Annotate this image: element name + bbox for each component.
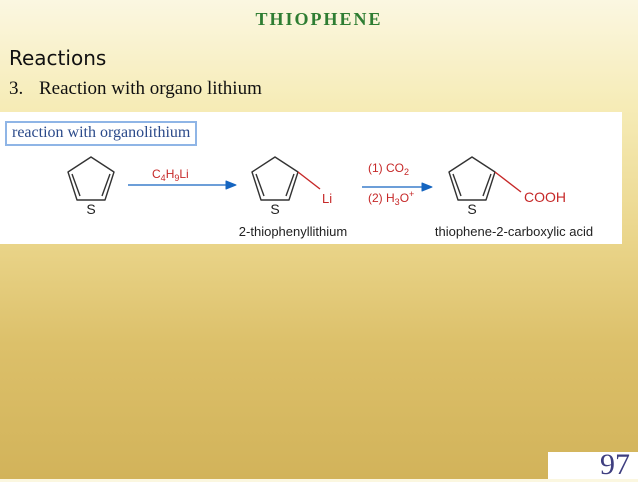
carbon-lithium-bond (297, 171, 321, 190)
reaction-scheme-drawing: S S S Li COOH C4H9Li (1) CO2 (2) H3O+ 2-… (67, 156, 593, 239)
thiophenyllithium-molecule (251, 156, 299, 201)
reaction-arrow-1-head (225, 180, 237, 190)
cooh-label: COOH (524, 189, 566, 205)
section-heading: Reactions (9, 46, 107, 70)
sulfur-label-1: S (86, 201, 95, 217)
lithium-label: Li (322, 191, 332, 206)
page-number-box: 97 (548, 448, 638, 481)
reagent-h3o: (2) H3O+ (368, 189, 414, 207)
reagent-butyllithium: C4H9Li (152, 167, 189, 183)
reaction-list-item: 3. Reaction with organo lithium (9, 78, 262, 100)
reagent-co2: (1) CO2 (368, 161, 409, 177)
carbon-carboxyl-bond (494, 171, 522, 193)
product-name: thiophene-2-carboxylic acid (435, 224, 593, 239)
thiophene-molecule (67, 156, 115, 201)
slide-title: THIOPHENE (255, 9, 383, 29)
list-item-text: Reaction with organo lithium (39, 78, 262, 99)
list-item-number: 3. (9, 78, 24, 99)
thiophene-carboxylic-acid-molecule (448, 156, 496, 201)
page-number: 97 (600, 448, 630, 481)
sulfur-label-2: S (270, 201, 279, 217)
sulfur-label-3: S (467, 201, 476, 217)
reaction-scheme-image: reaction with organolithium (0, 112, 622, 244)
scheme-label: reaction with organolithium (5, 121, 198, 146)
reaction-arrow-2-head (421, 182, 433, 192)
intermediate-name: 2-thiophenyllithium (239, 224, 347, 239)
